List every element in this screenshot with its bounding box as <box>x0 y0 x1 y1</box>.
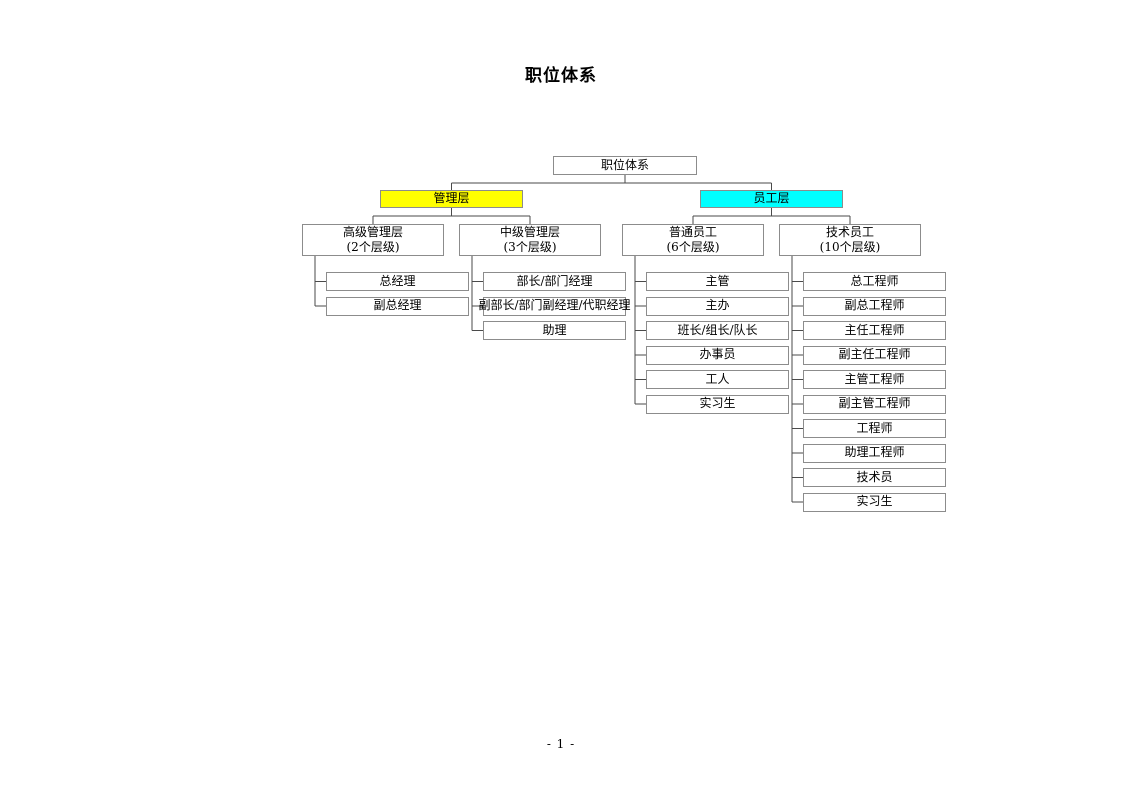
org-node-leaf: 助理 <box>483 321 626 340</box>
org-node-leaf: 副总经理 <box>326 296 469 316</box>
org-node-leaf: 工程师 <box>803 419 946 438</box>
column-sublabel: (2个层级) <box>346 240 400 254</box>
column-label: 技术员工 <box>825 225 874 239</box>
org-node-root: 职位体系 <box>553 156 697 175</box>
org-node-leaf: 工人 <box>646 370 789 389</box>
org-node-group-1: 员工层 <box>700 190 843 208</box>
page-title: 职位体系 <box>525 66 597 86</box>
org-node-leaf: 办事员 <box>646 345 789 365</box>
org-node-leaf: 助理工程师 <box>803 443 946 463</box>
org-node-leaf: 总工程师 <box>803 272 946 291</box>
org-node-leaf: 主任工程师 <box>803 321 946 340</box>
org-node-leaf: 主管 <box>646 272 789 291</box>
org-node-leaf: 班长/组长/队长 <box>646 321 789 340</box>
org-node-leaf: 总经理 <box>326 272 469 291</box>
org-node-leaf: 副主管工程师 <box>803 394 946 414</box>
column-label: 普通员工 <box>668 225 717 239</box>
column-label: 高级管理层 <box>342 225 403 239</box>
org-node-leaf: 副主任工程师 <box>803 345 946 365</box>
org-node-leaf: 主管工程师 <box>803 370 946 389</box>
org-node-leaf: 实习生 <box>803 492 946 512</box>
column-label: 中级管理层 <box>499 225 560 239</box>
column-sublabel: (10个层级) <box>819 240 881 254</box>
org-node-leaf: 主办 <box>646 296 789 316</box>
org-node-column-3: 技术员工(10个层级) <box>779 224 921 256</box>
org-node-column-1: 中级管理层(3个层级) <box>459 224 601 256</box>
org-node-column-0: 高级管理层(2个层级) <box>302 224 444 256</box>
org-node-group-0: 管理层 <box>380 190 523 208</box>
column-sublabel: (6个层级) <box>666 240 720 254</box>
column-sublabel: (3个层级) <box>503 240 557 254</box>
org-node-leaf: 副部长/部门副经理/代职经理 <box>478 296 631 316</box>
org-node-leaf: 副总工程师 <box>803 296 946 316</box>
org-node-leaf: 部长/部门经理 <box>483 272 626 291</box>
org-node-column-2: 普通员工(6个层级) <box>622 224 764 256</box>
page-number: - 1 - <box>546 737 576 751</box>
org-node-leaf: 技术员 <box>803 468 946 487</box>
org-node-leaf: 实习生 <box>646 394 789 414</box>
